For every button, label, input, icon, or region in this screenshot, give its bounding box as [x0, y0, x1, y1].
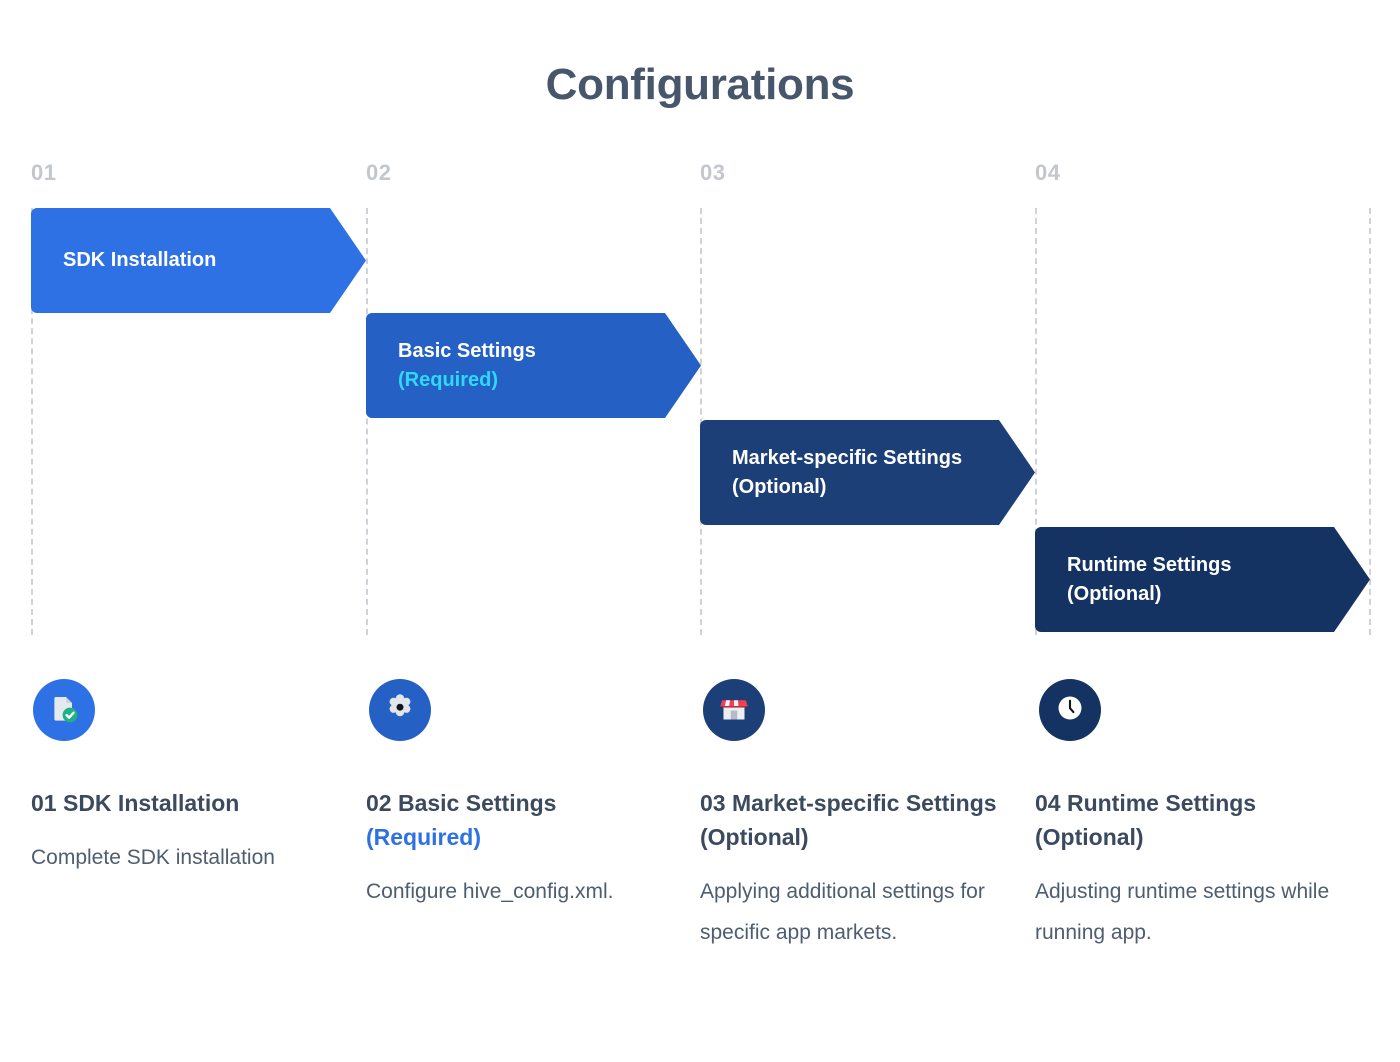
storefront-icon: [717, 691, 751, 730]
caption-heading-1: 01 SDK Installation: [31, 786, 331, 820]
caption-heading-text-4: 04 Runtime Settings (Optional): [1035, 790, 1257, 851]
guide-line-1: [31, 208, 33, 635]
step-number-04: 04: [1035, 160, 1061, 185]
gear-icon: [384, 692, 416, 729]
caption-block-1: 01 SDK Installation Complete SDK install…: [31, 786, 331, 879]
arrow-banner-subtitle-2: (Required): [398, 368, 498, 391]
arrow-banner-title-4: Runtime Settings: [1067, 554, 1232, 577]
icon-badge-1: [33, 679, 95, 741]
arrow-banner-runtime-settings[interactable]: Runtime Settings (Optional): [1035, 527, 1370, 632]
step-number-02: 02: [366, 160, 392, 185]
icon-badge-4: [1039, 679, 1101, 741]
clock-icon: [1053, 691, 1087, 730]
caption-body-1: Complete SDK installation: [31, 846, 275, 870]
arrow-banner-title-2: Basic Settings: [398, 340, 536, 363]
caption-body-3: Applying additional settings for specifi…: [700, 880, 985, 944]
caption-block-2: 02 Basic Settings (Required) Configure h…: [366, 786, 666, 913]
caption-heading-tag-2: (Required): [366, 824, 481, 851]
caption-heading-text-1: 01 SDK Installation: [31, 790, 240, 816]
arrow-banner-title-1: SDK Installation: [63, 249, 217, 272]
caption-heading-3: 03 Market-specific Settings (Optional): [700, 786, 1000, 854]
caption-body-4: Adjusting runtime settings while running…: [1035, 880, 1330, 944]
caption-block-4: 04 Runtime Settings (Optional) Adjusting…: [1035, 786, 1335, 954]
arrow-banner-subtitle-3: (Optional): [732, 475, 827, 498]
icon-badge-2: [369, 679, 431, 741]
icon-badge-3: [703, 679, 765, 741]
arrow-banner-title-3: Market-specific Settings: [732, 447, 963, 470]
document-check-icon: [47, 691, 81, 730]
arrow-banner-subtitle-4: (Optional): [1067, 582, 1162, 605]
guide-line-2: [366, 208, 368, 635]
caption-block-3: 03 Market-specific Settings (Optional) A…: [700, 786, 1000, 954]
arrow-banner-sdk-installation[interactable]: SDK Installation: [31, 208, 366, 313]
page-title: Configurations: [545, 60, 855, 109]
arrow-banner-market-specific-settings[interactable]: Market-specific Settings (Optional): [700, 420, 1035, 525]
caption-heading-text-3: 03 Market-specific Settings (Optional): [700, 790, 997, 851]
caption-body-2: Configure hive_config.xml.: [366, 880, 614, 904]
caption-heading-4: 04 Runtime Settings (Optional): [1035, 786, 1335, 854]
step-number-03: 03: [700, 160, 726, 185]
guide-line-5: [1369, 208, 1371, 635]
caption-heading-text-2: 02 Basic Settings: [366, 790, 557, 816]
arrow-banner-basic-settings[interactable]: Basic Settings (Required): [366, 313, 701, 418]
guide-line-4: [1035, 208, 1037, 635]
caption-heading-2: 02 Basic Settings (Required): [366, 786, 666, 854]
step-number-01: 01: [31, 160, 57, 185]
